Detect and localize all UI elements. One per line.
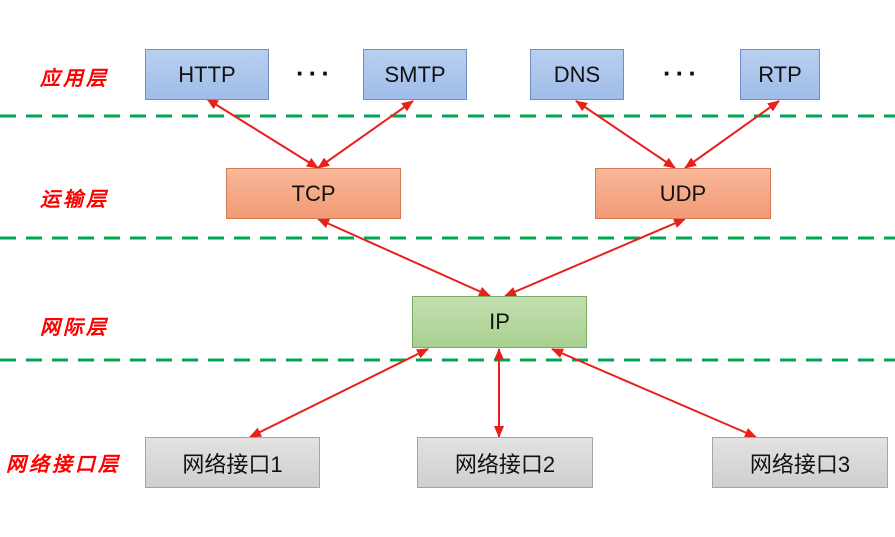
interface-box-1: 网络接口1 [145,437,320,488]
arrow-tcp-ip [317,218,491,297]
arrow-http-tcp [206,98,319,169]
protocol-box-http: HTTP [145,49,269,100]
layer-label-application: 应用层 [40,66,109,90]
protocol-box-udp: UDP [595,168,771,219]
protocol-box-rtp: RTP [740,49,820,100]
application-ellipsis-right: ··· [663,58,701,88]
arrow-rtp-udp [684,100,780,169]
layer-label-network-interface: 网络接口层 [6,452,121,476]
interface-box-3: 网络接口3 [712,437,888,488]
layer-label-transport: 运输层 [40,187,109,211]
interface-box-2: 网络接口2 [417,437,593,488]
arrow-dns-udp [575,100,676,169]
arrow-ip-interface1 [249,348,429,438]
protocol-box-smtp: SMTP [363,49,467,100]
protocol-box-ip: IP [412,296,587,348]
arrow-ip-interface3 [551,348,757,438]
application-ellipsis-left: ··· [296,58,334,88]
protocol-box-tcp: TCP [226,168,401,219]
protocol-box-dns: DNS [530,49,624,100]
arrow-udp-ip [504,218,686,297]
layer-label-internet: 网际层 [40,315,109,339]
arrow-smtp-tcp [317,100,414,169]
